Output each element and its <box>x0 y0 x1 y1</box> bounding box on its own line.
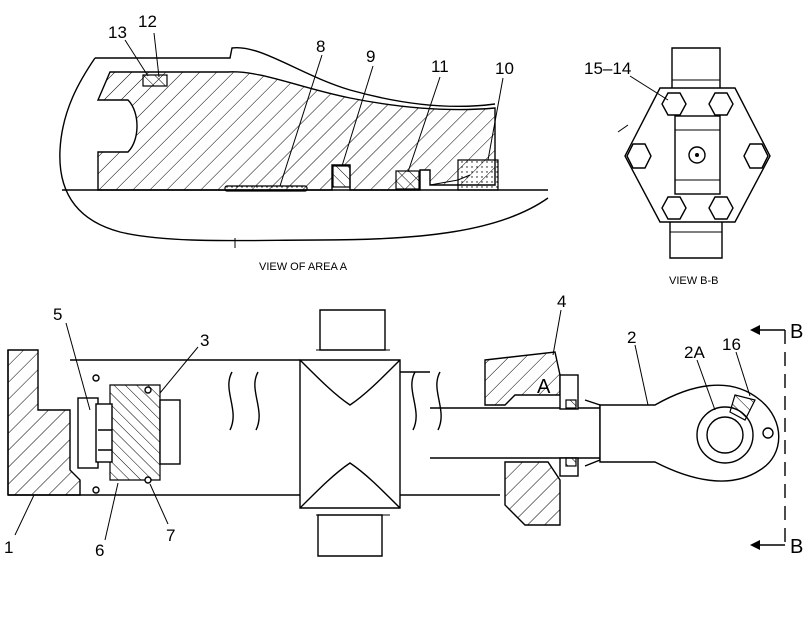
callout-16: 16 <box>722 335 741 354</box>
ring-11 <box>395 170 420 190</box>
callout-3: 3 <box>200 331 209 350</box>
callout-9: 9 <box>366 47 375 66</box>
piston-3 <box>109 384 161 481</box>
view-of-area-a: 13 12 8 9 11 10 VIEW OF AREA A <box>59 12 549 273</box>
callout-1: 1 <box>4 538 13 557</box>
callout-2a: 2A <box>684 343 705 362</box>
callout-12: 12 <box>138 12 157 31</box>
seal-strip-8 <box>224 185 308 192</box>
callout-7: 7 <box>166 526 175 545</box>
callout-13: 13 <box>108 23 127 42</box>
callout-6: 6 <box>95 541 104 560</box>
callout-2: 2 <box>627 328 636 347</box>
section-b-top-label: B <box>790 321 803 343</box>
callout-15-14: 15–14 <box>584 59 631 78</box>
cylinder-assembly: 5 3 4 2 2A 16 1 6 7 A B B <box>4 292 803 560</box>
section-b-bottom-label: B <box>790 536 803 558</box>
callout-11: 11 <box>431 57 449 76</box>
area-a-marker: A <box>537 376 551 398</box>
area-a-caption: VIEW OF AREA A <box>259 261 348 273</box>
ring-12-13 <box>142 74 168 87</box>
callout-5: 5 <box>53 305 62 324</box>
view-b-b-caption: VIEW B-B <box>669 275 719 287</box>
bolt-heads <box>626 92 769 220</box>
view-b-b: 15–14 VIEW B-B <box>584 47 771 287</box>
ring-9 <box>332 165 351 188</box>
callout-8: 8 <box>316 37 325 56</box>
gland-4 <box>484 351 561 406</box>
callout-10: 10 <box>495 59 514 78</box>
head-end-1 <box>7 349 81 496</box>
wiper-10 <box>457 159 499 191</box>
callout-4: 4 <box>557 292 566 311</box>
